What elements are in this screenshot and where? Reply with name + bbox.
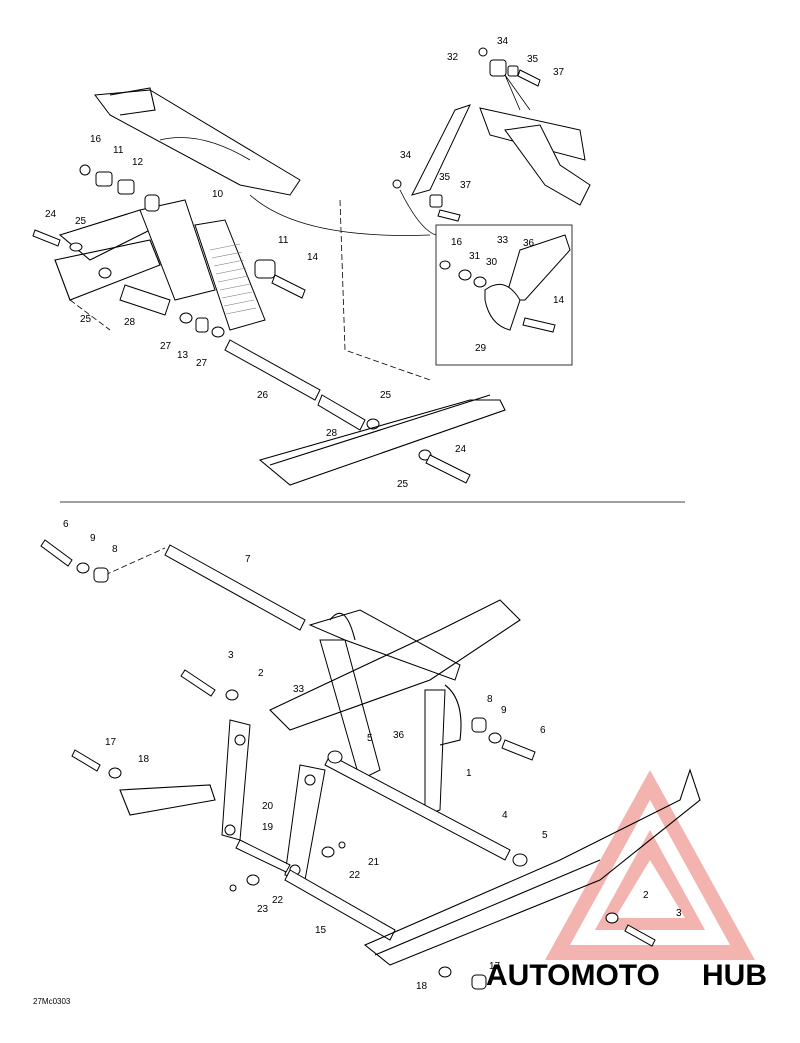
label: 34 xyxy=(497,36,509,47)
label: 36 xyxy=(523,238,535,249)
label: 24 xyxy=(455,444,467,455)
label: 23 xyxy=(257,904,269,915)
watermark-part1: AUTOMOTO xyxy=(486,959,660,992)
label: 17 xyxy=(105,737,117,748)
label: 25 xyxy=(80,314,92,325)
label: 8 xyxy=(487,694,493,705)
label: 3 xyxy=(228,650,234,661)
label: 12 xyxy=(132,157,144,168)
label: 28 xyxy=(326,428,338,439)
label: 4 xyxy=(502,810,508,821)
label: 34 xyxy=(400,150,412,161)
bottom-part-labels: 6 9 8 7 3 2 33 8 9 6 17 18 36 5 1 20 19 … xyxy=(63,519,682,992)
label: 25 xyxy=(75,216,87,227)
label: 18 xyxy=(138,754,150,765)
label: 20 xyxy=(262,801,274,812)
label: 35 xyxy=(527,54,539,65)
label: 14 xyxy=(553,295,565,306)
label: 22 xyxy=(349,870,361,881)
watermark-part2: HUB xyxy=(702,959,767,992)
label: 11 xyxy=(278,235,289,246)
label: 6 xyxy=(63,519,69,530)
label: 33 xyxy=(293,684,305,695)
label: 6 xyxy=(540,725,546,736)
label: 9 xyxy=(501,705,507,716)
label: 29 xyxy=(475,343,487,354)
detail-box xyxy=(435,224,573,366)
watermark-text: AUTOMOTO HUB xyxy=(486,959,767,992)
label: 27 xyxy=(160,341,172,352)
label: 25 xyxy=(397,479,409,490)
label: 14 xyxy=(307,252,319,263)
label: 2 xyxy=(258,668,264,679)
nut-16 xyxy=(79,164,91,176)
label: 27 xyxy=(196,358,208,369)
label: 21 xyxy=(368,857,380,868)
label: 22 xyxy=(272,895,284,906)
label: 30 xyxy=(486,257,498,268)
label: 11 xyxy=(113,145,124,156)
label: 19 xyxy=(262,822,274,833)
label: 18 xyxy=(416,981,428,992)
label: 2 xyxy=(643,890,649,901)
top-part-labels: 34 35 37 32 34 35 37 16 11 12 10 24 25 1… xyxy=(45,36,565,490)
label: 10 xyxy=(212,189,224,200)
label: 24 xyxy=(45,209,57,220)
label: 26 xyxy=(257,390,269,401)
label: 28 xyxy=(124,317,136,328)
label: 16 xyxy=(451,237,463,248)
label: 8 xyxy=(112,544,118,555)
bottom-assembly xyxy=(40,539,701,990)
top-assembly xyxy=(32,47,591,486)
label: 25 xyxy=(380,390,392,401)
label: 3 xyxy=(676,908,682,919)
label: 37 xyxy=(553,67,565,78)
watermark-logo xyxy=(545,770,755,960)
label: 35 xyxy=(439,172,451,183)
label: 32 xyxy=(447,52,459,63)
label: 9 xyxy=(90,533,96,544)
label: 17 xyxy=(489,961,501,972)
label: 37 xyxy=(460,180,472,191)
label: 13 xyxy=(177,350,189,361)
label: 5 xyxy=(542,830,548,841)
image-code: 27Mc0303 xyxy=(33,997,71,1006)
label: 36 xyxy=(393,730,405,741)
label: 1 xyxy=(466,768,472,779)
label: 7 xyxy=(245,554,251,565)
label: 15 xyxy=(315,925,327,936)
spring xyxy=(209,243,257,315)
label: 33 xyxy=(497,235,509,246)
label: 16 xyxy=(90,134,102,145)
label: 31 xyxy=(469,251,481,262)
label: 5 xyxy=(367,733,373,744)
